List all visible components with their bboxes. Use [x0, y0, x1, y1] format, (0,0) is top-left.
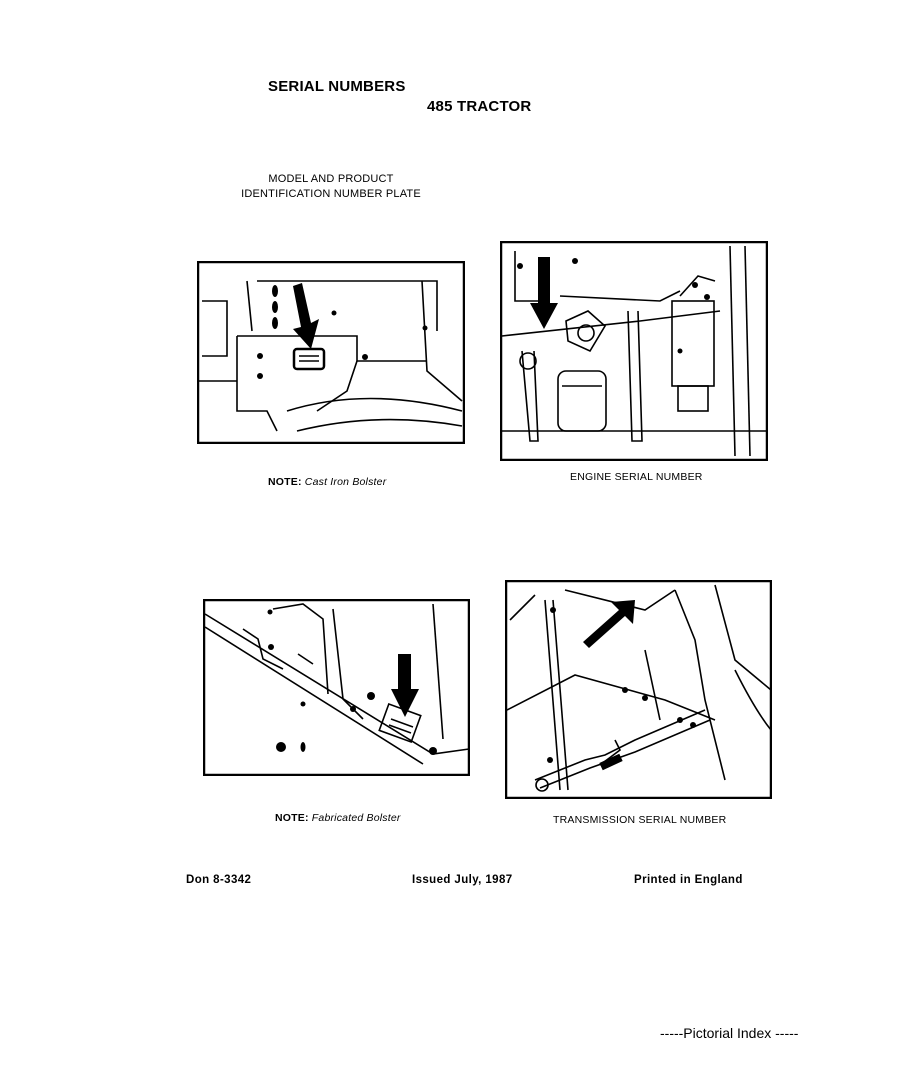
engine-caption: ENGINE SERIAL NUMBER — [570, 471, 703, 483]
transmission-caption: TRANSMISSION SERIAL NUMBER — [553, 814, 727, 826]
pictorial-index-link[interactable]: -----Pictorial Index ----- — [660, 1025, 799, 1041]
fabricated-bolster-drawing — [203, 599, 470, 776]
cast-iron-note: NOTE: Cast Iron Bolster — [268, 476, 386, 488]
engine-drawing — [500, 241, 768, 461]
fabricated-note-text: Fabricated Bolster — [311, 812, 401, 824]
section-title: SERIAL NUMBERS — [268, 78, 406, 95]
fabricated-note-label: NOTE: — [275, 812, 309, 824]
fabricated-note: NOTE: Fabricated Bolster — [275, 812, 401, 824]
cast-iron-bolster-drawing — [197, 261, 465, 444]
issued-date: Issued July, 1987 — [412, 874, 513, 886]
cast-iron-note-text: Cast Iron Bolster — [304, 476, 387, 488]
plate-heading-line2: IDENTIFICATION NUMBER PLATE — [241, 188, 421, 200]
cast-iron-bolster-figure — [197, 261, 465, 444]
engine-figure — [500, 241, 768, 461]
printed-location: Printed in England — [634, 874, 743, 886]
plate-heading: MODEL AND PRODUCT IDENTIFICATION NUMBER … — [236, 172, 426, 202]
plate-heading-line1: MODEL AND PRODUCT — [268, 173, 394, 185]
fabricated-bolster-figure — [203, 599, 470, 776]
cast-iron-note-label: NOTE: — [268, 476, 302, 488]
transmission-drawing — [505, 580, 772, 799]
model-title: 485 TRACTOR — [427, 98, 532, 115]
transmission-figure — [505, 580, 772, 799]
doc-number: Don 8-3342 — [186, 874, 252, 886]
